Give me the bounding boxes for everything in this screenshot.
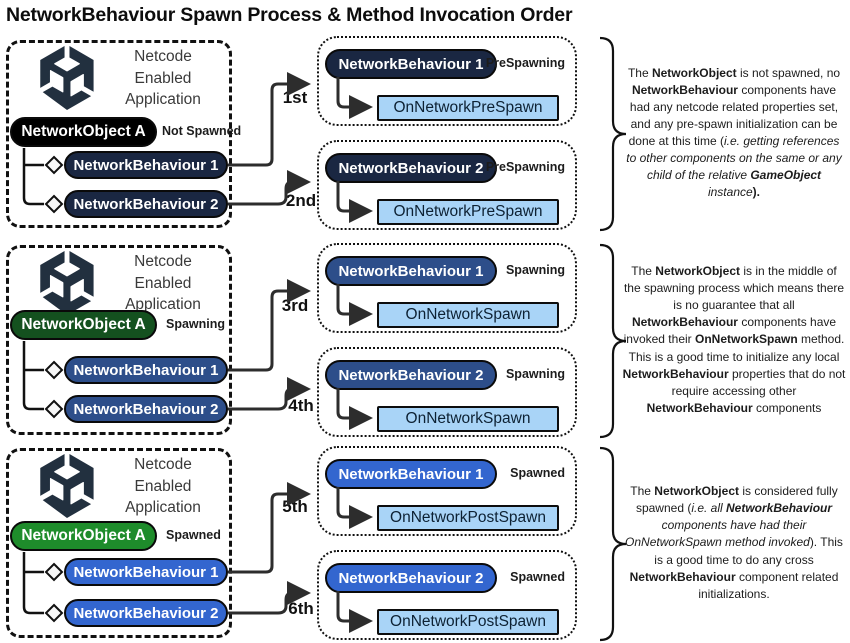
network-behaviour-pill: NetworkBehaviour 1 xyxy=(325,459,497,489)
spawn-state-label: PreSpawning xyxy=(485,56,565,70)
order-label: 3rd xyxy=(281,296,309,315)
invocation-box: NetworkBehaviour 1 Spawning OnNetworkSpa… xyxy=(317,243,577,333)
network-behaviour-pill: NetworkBehaviour 2 xyxy=(64,395,228,423)
method-box: OnNetworkSpawn xyxy=(377,406,559,432)
spawn-state-label: PreSpawning xyxy=(485,160,565,174)
invocation-box: NetworkBehaviour 2 Spawning OnNetworkSpa… xyxy=(317,347,577,437)
network-object-pill: NetworkObject A xyxy=(10,310,157,340)
method-box: OnNetworkPreSpawn xyxy=(377,199,559,225)
network-object-pill: NetworkObject A xyxy=(10,521,157,551)
app-label-line: Application xyxy=(125,296,201,314)
method-box: OnNetworkPostSpawn xyxy=(377,609,559,635)
network-behaviour-pill: NetworkBehaviour 1 xyxy=(64,151,228,179)
description-row2: The NetworkObject is in the middle of th… xyxy=(622,264,846,415)
app-label-line: Enabled xyxy=(134,477,192,495)
method-box: OnNetworkPreSpawn xyxy=(377,95,559,121)
order-label: 5th xyxy=(282,497,308,516)
object-status-label: Spawned xyxy=(166,528,221,542)
network-behaviour-pill: NetworkBehaviour 2 xyxy=(325,153,497,183)
network-behaviour-pill: NetworkBehaviour 2 xyxy=(64,599,228,627)
app-label-line: Enabled xyxy=(134,274,192,292)
spawn-state-label: Spawned xyxy=(510,466,565,480)
invocation-box: NetworkBehaviour 2 PreSpawning OnNetwork… xyxy=(317,140,577,230)
app-label: Netcode Enabled Application xyxy=(96,46,230,111)
object-status-label: Not Spawned xyxy=(162,124,242,138)
network-behaviour-pill: NetworkBehaviour 1 xyxy=(325,49,497,79)
spawn-state-label: Spawning xyxy=(505,263,565,277)
invocation-box: NetworkBehaviour 2 Spawned OnNetworkPost… xyxy=(317,550,577,640)
network-behaviour-pill: NetworkBehaviour 1 xyxy=(64,558,228,586)
unity-logo-icon xyxy=(40,251,94,315)
network-behaviour-pill: NetworkBehaviour 2 xyxy=(325,563,497,593)
network-behaviour-pill: NetworkBehaviour 1 xyxy=(325,256,497,286)
description-row1: The NetworkObject is not spawned, no Net… xyxy=(626,65,842,200)
method-box: OnNetworkPostSpawn xyxy=(377,505,559,531)
app-label-line: Application xyxy=(125,499,201,517)
order-label: 4th xyxy=(288,396,314,415)
app-label-line: Netcode xyxy=(134,48,192,65)
object-status-label: Spawning xyxy=(166,317,226,331)
app-label-line: Netcode xyxy=(134,253,192,270)
order-label: 2nd xyxy=(285,191,317,210)
unity-logo-icon xyxy=(40,46,94,110)
app-label: Netcode Enabled Application xyxy=(96,454,230,519)
spawn-state-label: Spawning xyxy=(505,367,565,381)
invocation-box: NetworkBehaviour 1 Spawned OnNetworkPost… xyxy=(317,446,577,536)
app-label-line: Application xyxy=(125,91,201,109)
spawn-state-label: Spawned xyxy=(510,570,565,584)
unity-logo-icon xyxy=(40,454,94,518)
app-label: Netcode Enabled Application xyxy=(96,251,230,316)
description-row3: The NetworkObject is considered fully sp… xyxy=(625,484,843,601)
method-box: OnNetworkSpawn xyxy=(377,302,559,328)
page-title: NetworkBehaviour Spawn Process & Method … xyxy=(6,4,573,26)
order-label: 1st xyxy=(282,88,308,107)
app-label-line: Enabled xyxy=(134,69,192,87)
network-behaviour-pill: NetworkBehaviour 2 xyxy=(64,190,228,218)
order-label: 6th xyxy=(288,599,314,618)
network-behaviour-pill: NetworkBehaviour 1 xyxy=(64,356,228,384)
network-object-pill: NetworkObject A xyxy=(10,117,157,147)
invocation-box: NetworkBehaviour 1 PreSpawning OnNetwork… xyxy=(317,36,577,126)
app-label-line: Netcode xyxy=(134,456,192,473)
network-behaviour-pill: NetworkBehaviour 2 xyxy=(325,360,497,390)
